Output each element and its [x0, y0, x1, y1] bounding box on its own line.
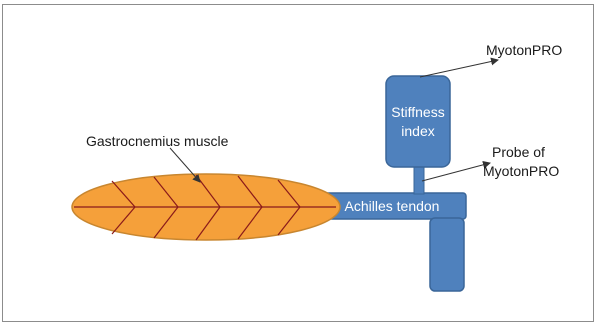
probe-stem-upper: [414, 166, 424, 194]
stiffness-index-label-line1: Stiffness: [391, 104, 444, 120]
muscle-label: Gastrocnemius muscle: [86, 133, 229, 149]
achilles-tendon-label: Achilles tendon: [345, 198, 440, 214]
probe-label-line1: Probe of: [492, 144, 545, 160]
stiffness-index-label-line2: index: [401, 123, 434, 139]
myotonpro-pointer-arrow: [420, 60, 498, 77]
myotonpro-label: MyotonPRO: [486, 42, 562, 58]
lower-probe-block: [430, 218, 464, 291]
stiffness-index-device: [386, 76, 450, 167]
probe-label-line2: MyotonPRO: [483, 163, 559, 179]
